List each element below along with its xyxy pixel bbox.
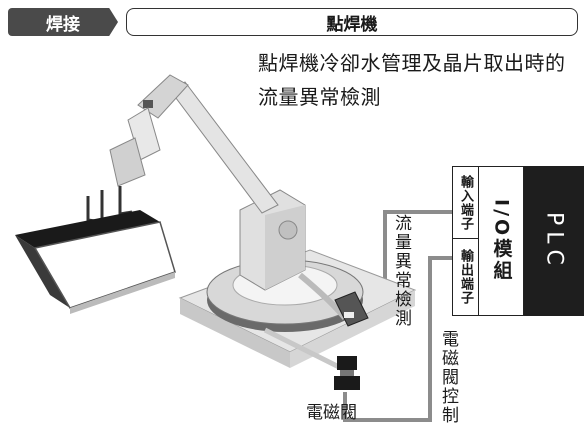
robot-wrist: [109, 137, 146, 187]
description-text: 點焊機冷卻水管理及晶片取出時的流量異常檢測: [258, 51, 566, 109]
flow-sensor-display-icon: [344, 312, 354, 318]
workpiece-tray-left: [15, 235, 70, 308]
joint-icon: [278, 220, 298, 240]
solenoid-valve-body-icon: [340, 370, 354, 376]
input-terminal: 輸入端子: [453, 167, 479, 239]
base-plate-front: [180, 298, 290, 368]
page-title: 點焊機: [126, 8, 578, 36]
category-tag: 焊接: [8, 8, 118, 36]
flow-sensor-icon: [334, 291, 369, 327]
io-module: 輸入端子 輸出端子 I/O模組: [452, 166, 524, 316]
workpiece-tray-edge: [70, 272, 175, 314]
arm-indicator-icon: [143, 100, 153, 108]
robot-lower-arm: [169, 81, 279, 214]
plc-unit: PLC: [524, 166, 584, 316]
base-plate-side: [290, 290, 415, 368]
water-pipe: [263, 327, 347, 373]
valve-control-cable: [343, 256, 452, 422]
valve-control-label: 電磁閥控制: [438, 330, 458, 425]
flow-detection-label: 流量異常檢測: [391, 214, 411, 328]
solenoid-valve-label: 電磁閥: [306, 403, 357, 423]
solenoid-valve-base-icon: [334, 376, 360, 390]
workpiece-tray-back: [15, 210, 160, 248]
solenoid-valve-icon: [337, 356, 357, 370]
output-terminal: 輸出端子: [453, 239, 479, 315]
io-module-label: I/O模組: [490, 199, 513, 283]
